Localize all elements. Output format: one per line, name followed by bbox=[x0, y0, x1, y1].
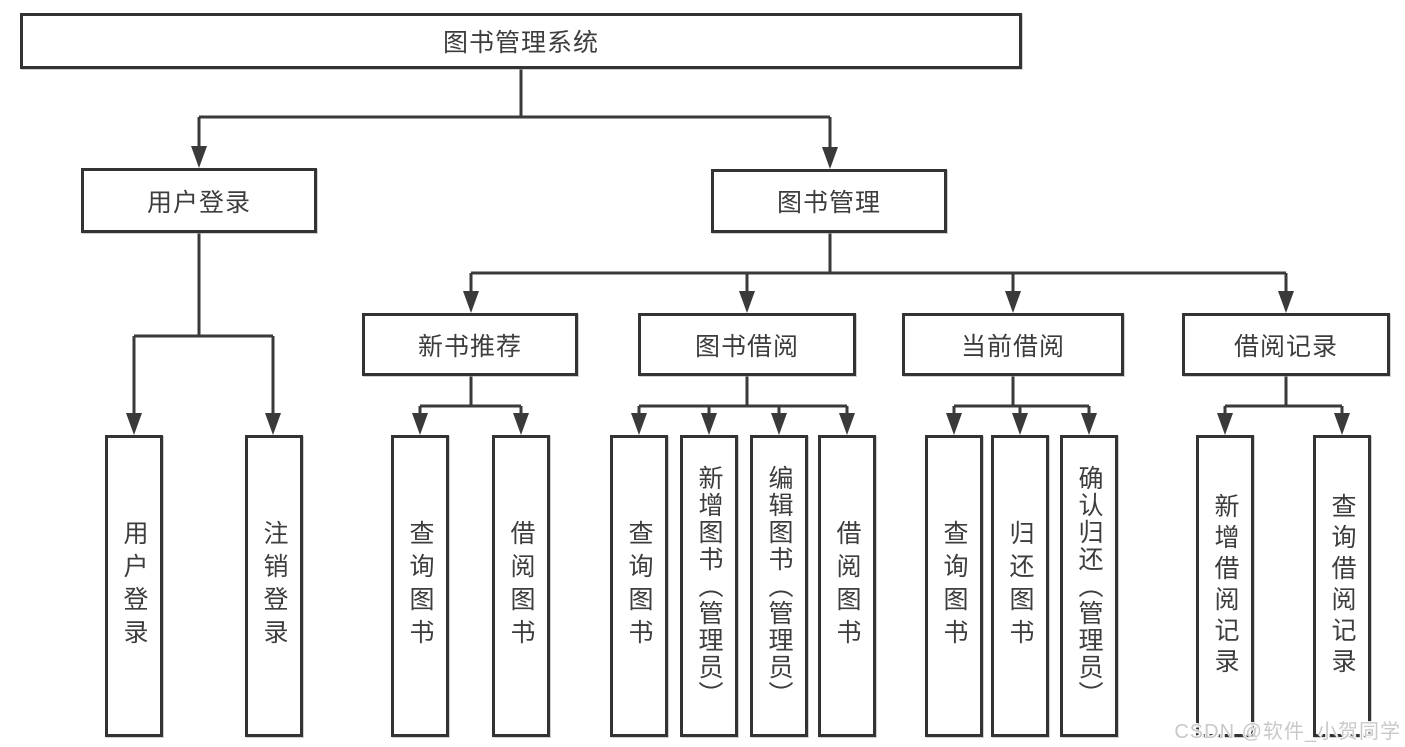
leaf-add-book-admin: 新增图书（管理员） bbox=[680, 435, 738, 737]
node-user-login: 用户登录 bbox=[81, 168, 317, 233]
node-current-borrow: 当前借阅 bbox=[902, 313, 1124, 376]
node-book-borrow: 图书借阅 bbox=[638, 313, 856, 376]
node-borrow-records: 借阅记录 bbox=[1182, 313, 1390, 376]
leaf-query-borrow-record: 查询借阅记录 bbox=[1313, 435, 1371, 737]
leaf-user-login: 用户登录 bbox=[105, 435, 163, 737]
leaf-return-book: 归还图书 bbox=[991, 435, 1049, 737]
leaf-query-book-borrow: 查询图书 bbox=[610, 435, 668, 737]
leaf-query-book-current: 查询图书 bbox=[925, 435, 983, 737]
leaf-edit-book-admin: 编辑图书（管理员） bbox=[750, 435, 808, 737]
leaf-borrow-book: 借阅图书 bbox=[818, 435, 876, 737]
node-book-management: 图书管理 bbox=[711, 169, 947, 233]
leaf-query-book-recommend: 查询图书 bbox=[391, 435, 449, 737]
node-library-management-system: 图书管理系统 bbox=[20, 13, 1022, 69]
arrowheads bbox=[126, 146, 1350, 435]
leaf-borrow-book-recommend: 借阅图书 bbox=[492, 435, 550, 737]
node-new-book-recommend: 新书推荐 bbox=[362, 313, 578, 376]
leaf-logout-login: 注销登录 bbox=[245, 435, 303, 737]
csdn-watermark: CSDN @软件_小贺同学 bbox=[1174, 721, 1401, 743]
leaf-confirm-return-admin: 确认归还（管理员） bbox=[1060, 435, 1118, 737]
leaf-add-borrow-record: 新增借阅记录 bbox=[1196, 435, 1254, 737]
